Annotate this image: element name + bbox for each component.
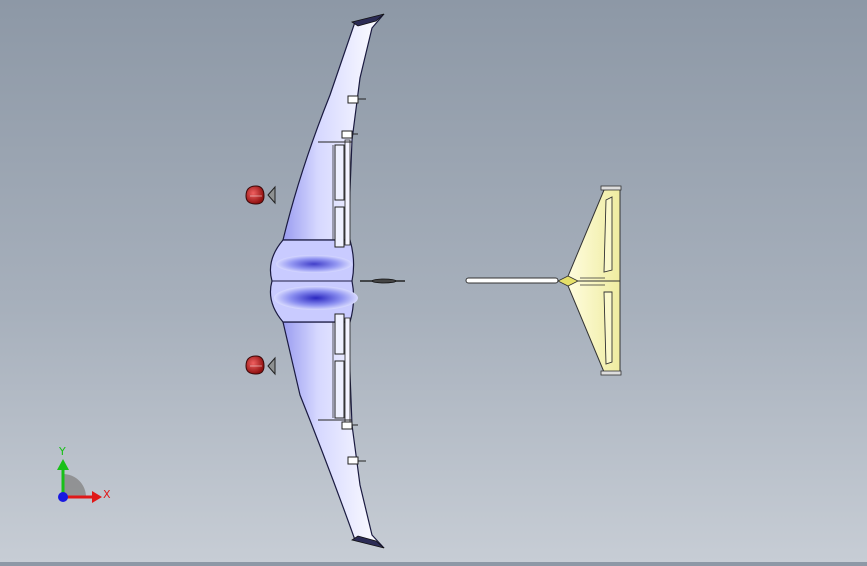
lower-tail-elevator[interactable] [603,291,613,365]
fuselage-shade-upper [276,255,352,273]
lower-grey-cone[interactable] [267,356,276,376]
lower-tail-tip [600,370,622,376]
x-axis-label: X [103,488,111,501]
lower-elevon-outer[interactable] [334,360,345,419]
upper-wingtip [351,13,385,27]
lower-red-light[interactable] [245,355,265,375]
upper-light-assembly[interactable] [245,185,276,205]
upper-trailing-edge [344,139,351,246]
lower-wing-half[interactable] [282,321,385,549]
upper-red-light[interactable] [245,185,265,205]
y-axis-arrow [57,459,69,470]
lower-trailing-edge [344,317,351,424]
upper-elevon-inner[interactable] [334,206,345,248]
coordinate-triad: X Y [57,445,111,503]
lower-light-assembly[interactable] [245,355,276,376]
upper-elevon-outer[interactable] [334,144,345,201]
upper-tail-tip [600,185,622,191]
tail-boom[interactable] [465,277,559,284]
upper-control-horns [318,95,366,143]
upper-grey-cone[interactable] [267,185,276,205]
lower-control-horns [318,419,366,465]
lower-wingtip [351,535,385,549]
upper-wing-half[interactable] [282,13,385,241]
z-axis-dot [58,492,68,502]
fuselage-shade-lower [274,286,358,310]
y-axis-label: Y [58,445,66,458]
upper-tail-elevator[interactable] [603,196,613,273]
tail-hub [557,275,579,287]
triad-rotation-arc [63,474,86,497]
x-axis-arrow [92,491,102,503]
propeller-shaft[interactable] [360,278,405,284]
tail-assembly[interactable] [465,185,622,376]
flying-wing[interactable] [269,13,385,549]
lower-elevon-inner[interactable] [334,313,345,355]
